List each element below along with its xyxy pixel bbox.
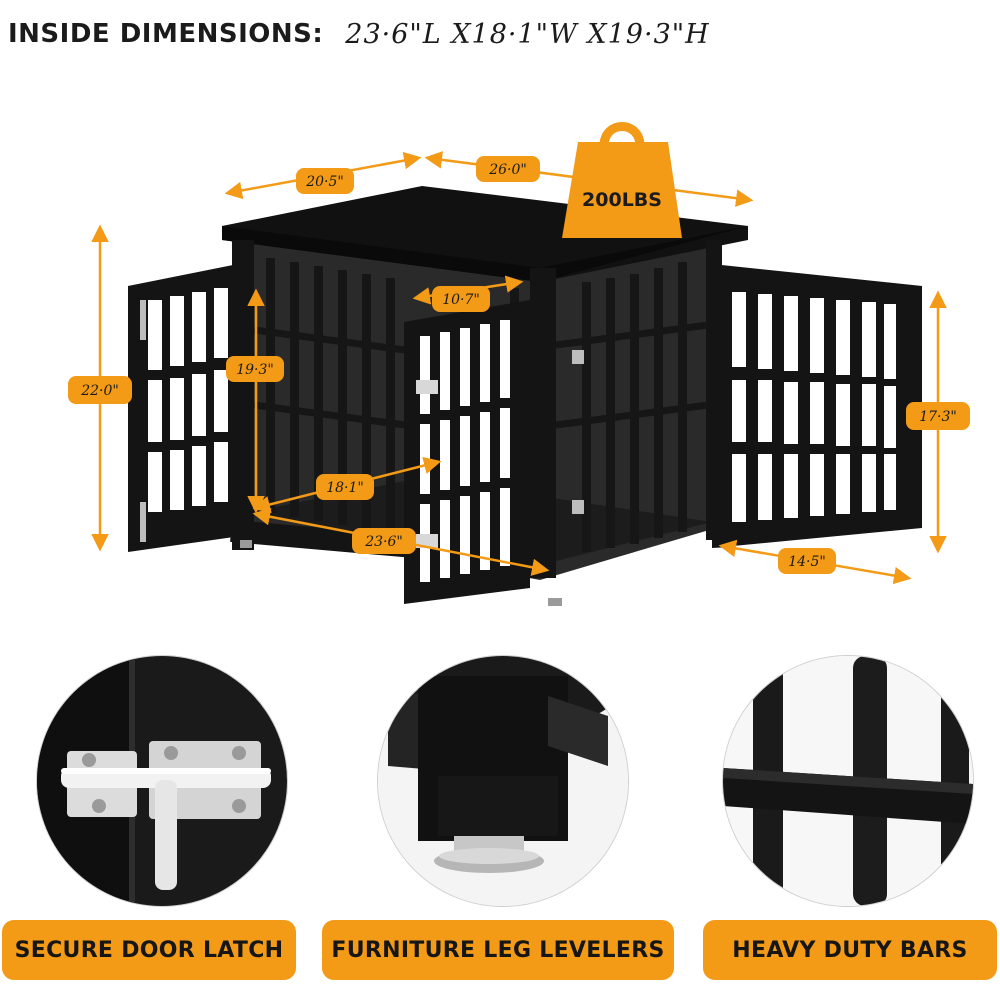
feature-label-leg-levelers: FURNITURE LEG LEVELERS [322,920,674,980]
left-open-door [128,262,248,552]
inside-dimensions-label: INSIDE DIMENSIONS: [8,19,324,49]
inside-dimensions-value: 23·6"L X18·1"W X19·3"H [345,18,710,50]
door-height-label: 17·3" [919,409,957,425]
inside-length-label: 23·6" [364,534,403,550]
feature-label-door-latch-text: SECURE DOOR LATCH [14,937,284,963]
feature-label-door-latch: SECURE DOOR LATCH [2,920,296,980]
door-width-label: 10·7" [442,292,480,308]
leg-leveler-photo-icon [378,656,628,906]
door-open-width-label: 14·5" [788,554,826,570]
feature-heavy-bars-image [722,655,974,907]
top-width-label: 26·0" [488,162,527,178]
door-latch-icon [416,380,438,394]
heavy-bars-photo-icon [723,656,973,906]
feature-label-heavy-bars: HEAVY DUTY BARS [703,920,997,980]
top-depth-label: 20·5" [305,174,344,190]
feature-label-heavy-bars-text: HEAVY DUTY BARS [732,937,968,963]
inside-width-label: 18·1" [326,480,364,496]
weight-badge-label: 200LBS [582,189,662,211]
feature-leg-levelers-image [377,655,629,907]
overall-height-label: 22·0" [80,383,119,399]
inside-height-label: 19·3" [236,362,274,378]
door-latch-photo-icon [37,656,287,906]
right-open-door [572,264,922,548]
front-center-door [404,300,530,604]
feature-door-latch-image [36,655,288,907]
crate-diagram: 200LBS 20·5" 26·0" 22·0" 19·3" 10·7" 18·… [68,122,970,606]
feature-label-leg-levelers-text: FURNITURE LEG LEVELERS [331,937,665,963]
inside-dimensions-header: INSIDE DIMENSIONS: 23·6"L X18·1"W X19·3"… [8,12,710,56]
